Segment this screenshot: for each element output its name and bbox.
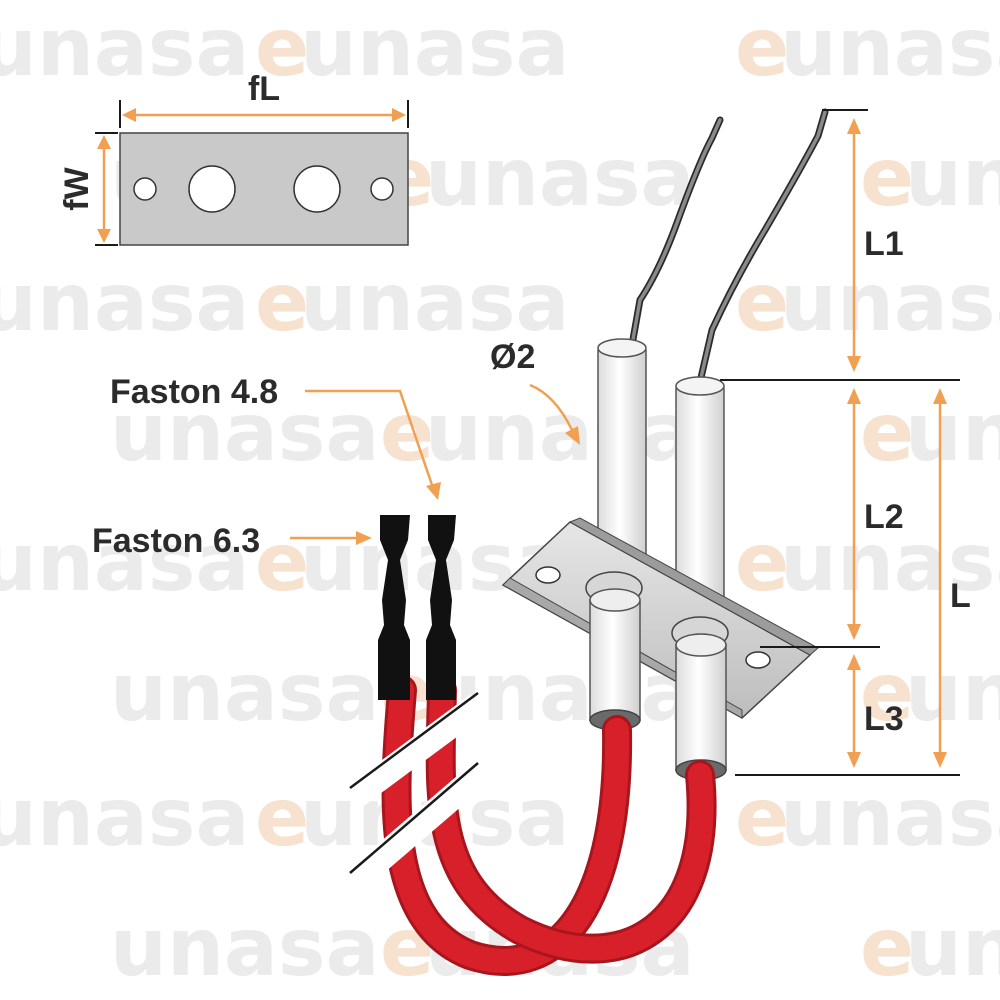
diameter-label: Ø2: [490, 338, 535, 376]
ceramic-insulator-lower-left: [589, 599, 641, 721]
cable-break-mark: [349, 762, 479, 874]
flange-plate: [119, 132, 409, 246]
watermark-logo-e: e: [860, 386, 914, 479]
watermark-text: unasa: [110, 646, 380, 739]
arrowhead-icon: [847, 624, 861, 640]
electrode-assembly: [341, 108, 829, 976]
arrowhead-icon: [847, 388, 861, 404]
fw-label: fW: [58, 166, 96, 210]
watermark-text: unasa: [110, 901, 380, 994]
watermark-text: unasa: [300, 1, 570, 94]
watermark-text: unasa: [780, 516, 1000, 609]
ceramic-insulator-upper-left: [597, 341, 647, 561]
watermark-logo-e: e: [255, 771, 309, 864]
arrowhead-icon: [847, 752, 861, 768]
bracket-hole: [745, 651, 771, 669]
arrowhead-icon: [933, 752, 947, 768]
watermark-logo-e: e: [255, 256, 309, 349]
cable-break-mark: [349, 691, 479, 790]
flange-large-hole: [293, 165, 341, 213]
cable-right: [428, 678, 714, 961]
l1-label: L1: [864, 225, 904, 263]
watermark-text: unasa: [0, 256, 250, 349]
faston-connector-63: [378, 515, 410, 700]
arrowhead-icon: [847, 654, 861, 670]
watermark-logo-e: e: [860, 646, 914, 739]
watermark-logo-e: e: [255, 516, 309, 609]
arrowhead-icon: [97, 135, 111, 149]
watermark-text: unasa: [425, 386, 695, 479]
watermark-text: unasa: [300, 256, 570, 349]
faston-63-label: Faston 6.3: [92, 522, 260, 560]
bracket-hole: [535, 566, 561, 584]
watermark-logo-e: e: [735, 771, 789, 864]
flange-small-hole: [370, 177, 394, 201]
arrowhead-icon: [426, 482, 441, 500]
watermark-logo-e: e: [735, 516, 789, 609]
length-dimensions: L1 L2 L3 L: [720, 109, 971, 776]
watermark-text: unasa: [780, 1, 1000, 94]
ceramic-lower-cap: [675, 633, 727, 657]
watermark-text: unasa: [0, 516, 250, 609]
watermark-text: unasa: [110, 386, 380, 479]
l-label: L: [950, 577, 971, 615]
cable-break-gap: [342, 694, 486, 811]
flange-large-hole: [188, 165, 236, 213]
ceramic-top-cap: [675, 376, 725, 396]
arrowhead-icon: [565, 426, 580, 445]
watermark-text: unasa: [0, 1, 250, 94]
watermark-text: unasa: [905, 901, 1000, 994]
arrowhead-icon: [847, 356, 861, 372]
diameter-callout: Ø2: [490, 338, 580, 445]
faston-48-leader: [305, 389, 434, 486]
arrowhead-icon: [392, 108, 406, 122]
arrowhead-icon: [97, 229, 111, 243]
watermark-text: unasa: [425, 131, 695, 224]
faston-connector-48: [426, 515, 456, 700]
watermark-text: unasa: [780, 256, 1000, 349]
watermark-row-7: unasa e unasa e unasa: [0, 771, 1000, 864]
arrowhead-icon: [356, 531, 372, 545]
watermark-text: unasa: [905, 386, 1000, 479]
faston-48-label: Faston 4.8: [110, 373, 278, 411]
cable-break-gap: [341, 765, 487, 895]
watermark-row-5: unasa e unasa e unasa: [0, 516, 1000, 609]
watermark-logo-e: e: [735, 1, 789, 94]
arrowhead-icon: [122, 108, 136, 122]
l2-label: L2: [864, 498, 904, 536]
faston-63-callout: Faston 6.3: [92, 522, 372, 560]
arrowhead-icon: [847, 118, 861, 134]
watermark-logo-e: e: [860, 901, 914, 994]
ceramic-lower-cap: [589, 588, 641, 612]
l3-label: L3: [864, 700, 904, 738]
watermark-text: unasa: [0, 771, 250, 864]
arrowhead-icon: [933, 388, 947, 404]
watermark-text: unasa: [905, 646, 1000, 739]
electrode-wire-right-core: [698, 110, 827, 384]
watermark-text: unasa: [905, 131, 1000, 224]
watermark-text: unasa: [780, 771, 1000, 864]
diameter-leader: [529, 383, 574, 431]
flange-small-hole: [133, 177, 157, 201]
watermark-row-4: unasa e unasa e unasa: [110, 386, 1000, 479]
cable-left: [384, 678, 630, 973]
fl-label: fL: [248, 70, 280, 108]
ceramic-top-cap: [597, 338, 647, 358]
watermark-logo-e: e: [860, 131, 914, 224]
watermark-logo-e: e: [255, 1, 309, 94]
flange-detail: fL fW: [58, 70, 409, 246]
faston-48-callout: Faston 4.8: [110, 373, 441, 500]
ceramic-insulator-lower-right: [675, 644, 727, 771]
watermark-row-3: unasa e unasa e unasa: [0, 256, 1000, 349]
electrode-wire-left-core: [630, 118, 722, 347]
watermark-row-1: unasa e unasa e unasa: [0, 1, 1000, 94]
